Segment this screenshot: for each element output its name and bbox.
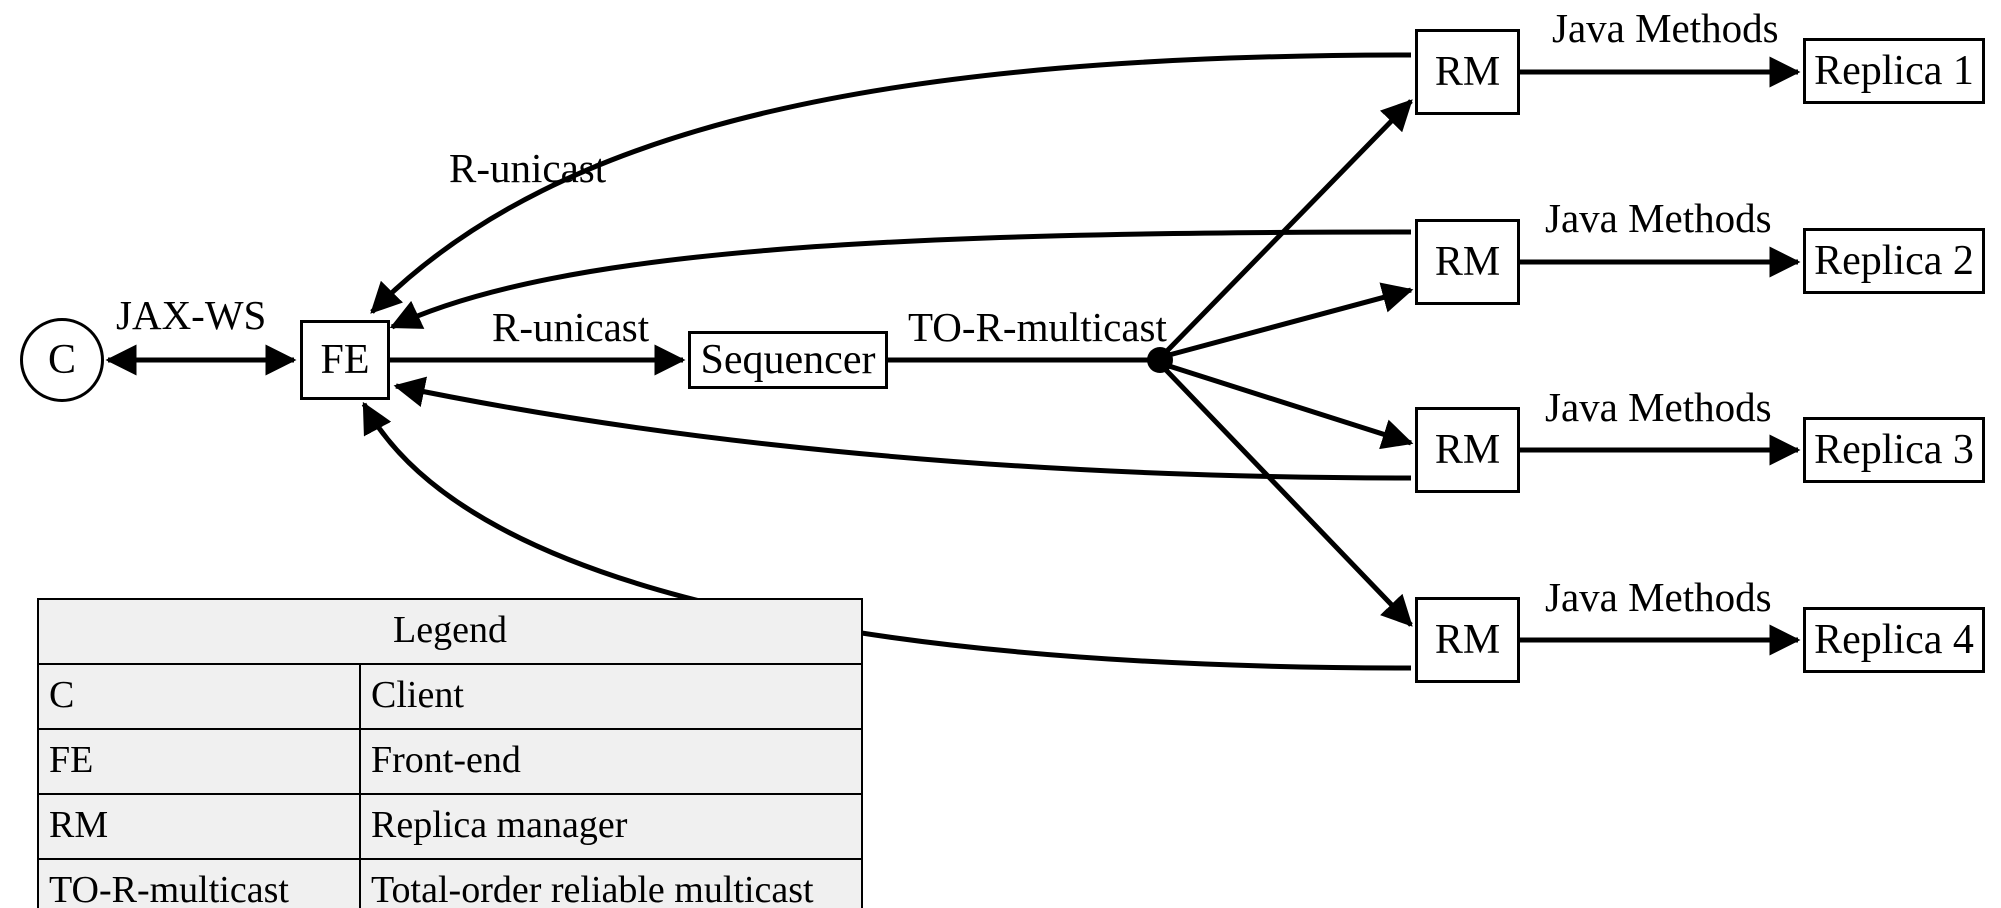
legend-row: C Client xyxy=(37,663,863,730)
node-rm-2[interactable]: RM xyxy=(1415,219,1520,305)
node-rm-3[interactable]: RM xyxy=(1415,407,1520,493)
legend-row: TO-R-multicast Total-order reliable mult… xyxy=(37,858,863,908)
edge-junction-rm2 xyxy=(1168,282,1414,358)
node-rm-4[interactable]: RM xyxy=(1415,597,1520,683)
multicast-junction-dot xyxy=(1147,347,1173,373)
label-r-unicast-request: R-unicast xyxy=(492,304,650,350)
edge-rm2-frontend-reply xyxy=(389,229,1412,330)
label-to-r-multicast: TO-R-multicast xyxy=(908,304,1167,350)
label-java-methods-1: Java Methods xyxy=(1552,5,1779,51)
legend-value: Replica manager xyxy=(359,793,863,860)
node-replica-4[interactable]: Replica 4 xyxy=(1803,607,1985,673)
legend-key: C xyxy=(37,663,361,730)
legend-value: Total-order reliable multicast xyxy=(359,858,863,908)
label-jax-ws: JAX-WS xyxy=(116,292,267,338)
legend-title: Legend xyxy=(37,598,863,665)
node-frontend[interactable]: FE xyxy=(300,320,390,400)
label-java-methods-3: Java Methods xyxy=(1545,384,1772,430)
edge-junction-rm4 xyxy=(1164,368,1413,627)
edge-rm1-frontend-reply xyxy=(370,52,1412,314)
label-r-unicast-return: R-unicast xyxy=(449,145,607,191)
edge-rm3-frontend-reply xyxy=(393,376,1412,481)
label-java-methods-4: Java Methods xyxy=(1545,574,1772,620)
edge-junction-rm3 xyxy=(1168,363,1414,450)
edge-junction-rm1 xyxy=(1164,99,1413,354)
node-rm-1[interactable]: RM xyxy=(1415,29,1520,115)
legend-row: RM Replica manager xyxy=(37,793,863,860)
node-replica-1[interactable]: Replica 1 xyxy=(1803,38,1985,104)
legend-row: FE Front-end xyxy=(37,728,863,795)
legend-table: Legend C Client FE Front-end RM Replica … xyxy=(37,598,863,908)
node-replica-3[interactable]: Replica 3 xyxy=(1803,417,1985,483)
legend-title-row: Legend xyxy=(37,598,863,665)
node-client[interactable]: C xyxy=(20,318,104,402)
label-java-methods-2: Java Methods xyxy=(1545,195,1772,241)
node-replica-2[interactable]: Replica 2 xyxy=(1803,228,1985,294)
legend-value: Front-end xyxy=(359,728,863,795)
legend-value: Client xyxy=(359,663,863,730)
legend-key: TO-R-multicast xyxy=(37,858,361,908)
legend-key: RM xyxy=(37,793,361,860)
legend-key: FE xyxy=(37,728,361,795)
node-sequencer[interactable]: Sequencer xyxy=(688,331,888,389)
